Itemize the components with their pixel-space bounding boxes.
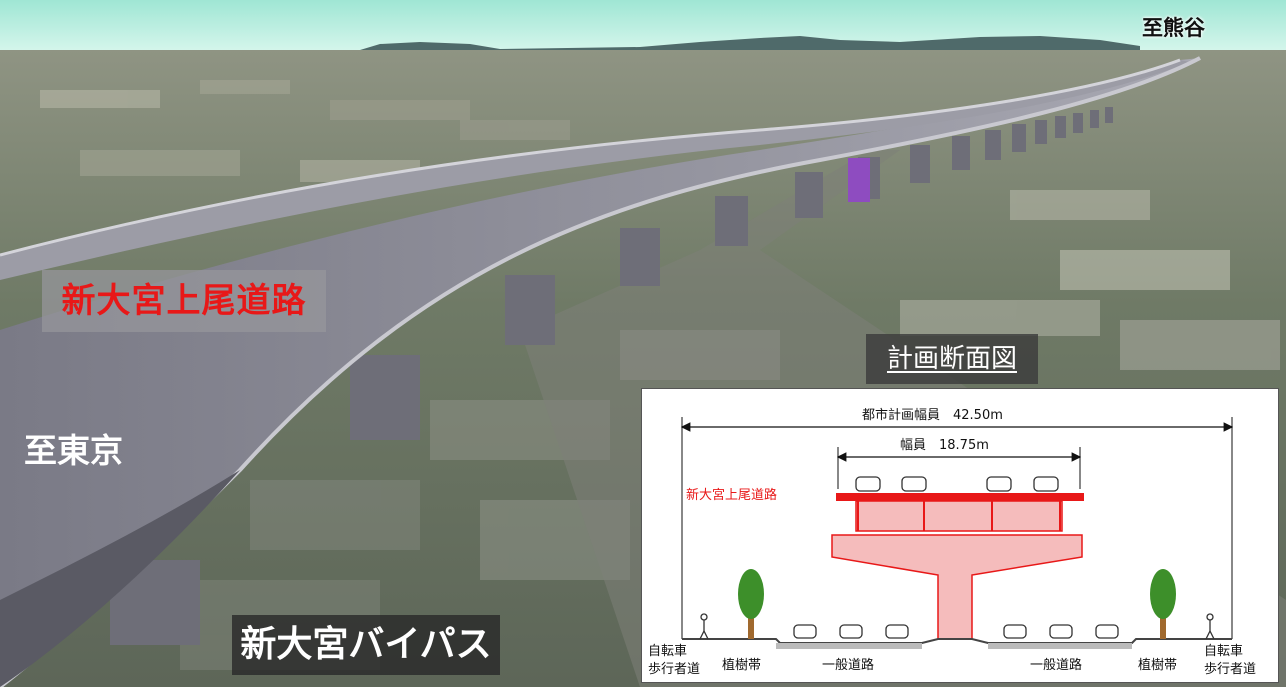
section-title: 計画断面図 <box>866 334 1038 384</box>
deck-slab <box>836 493 1084 501</box>
planting-right-text: 植樹帯 <box>1138 658 1177 673</box>
girder <box>855 500 1063 532</box>
cross-section-panel: 都市計画幅員 42.50m 幅員 18.75m 新大宮上尾道路 <box>641 388 1279 683</box>
girder-webs <box>857 501 1061 531</box>
viaduct-deck-main <box>0 58 1200 687</box>
to-kumagaya-label: 至熊谷 <box>1142 16 1205 40</box>
sidewalk-right-line2: 歩行者道 <box>1204 662 1256 677</box>
road-right-surface <box>988 643 1132 649</box>
sidewalk-left-line2: 歩行者道 <box>648 662 700 677</box>
pedestrian-left <box>699 613 709 640</box>
cross-section-diagram: 都市計画幅員 42.50m 幅員 18.75m 新大宮上尾道路 <box>648 407 1256 677</box>
section-road-name: 新大宮上尾道路 <box>686 487 777 503</box>
bypass-label: 新大宮バイパス <box>232 615 500 675</box>
sidewalk-left-line1: 自転車 <box>648 644 687 659</box>
tree-left <box>738 569 764 639</box>
road-name-label: 新大宮上尾道路 <box>42 270 326 332</box>
to-tokyo-label: 至東京 <box>24 431 123 470</box>
mountains <box>360 36 1140 52</box>
planting-left-text: 植樹帯 <box>722 658 761 673</box>
pier-section <box>831 534 1083 640</box>
pedestrian-right <box>1205 613 1215 640</box>
viaduct-underside <box>0 470 240 687</box>
viaduct-edge-branch <box>0 58 1181 257</box>
sidewalk-right-line1: 自転車 <box>1204 644 1243 659</box>
ground-line <box>682 638 1232 644</box>
ground-cars <box>793 624 1119 639</box>
road-left-text: 一般道路 <box>822 657 874 673</box>
deck-cars <box>855 476 1059 492</box>
road-left-surface <box>776 643 922 649</box>
road-right-text: 一般道路 <box>1030 657 1082 673</box>
deck-width-text: 幅員 18.75m <box>900 438 989 453</box>
construction-pier <box>848 158 870 202</box>
total-width-text: 都市計画幅員 42.50m <box>862 407 1003 423</box>
tree-right <box>1150 569 1176 639</box>
